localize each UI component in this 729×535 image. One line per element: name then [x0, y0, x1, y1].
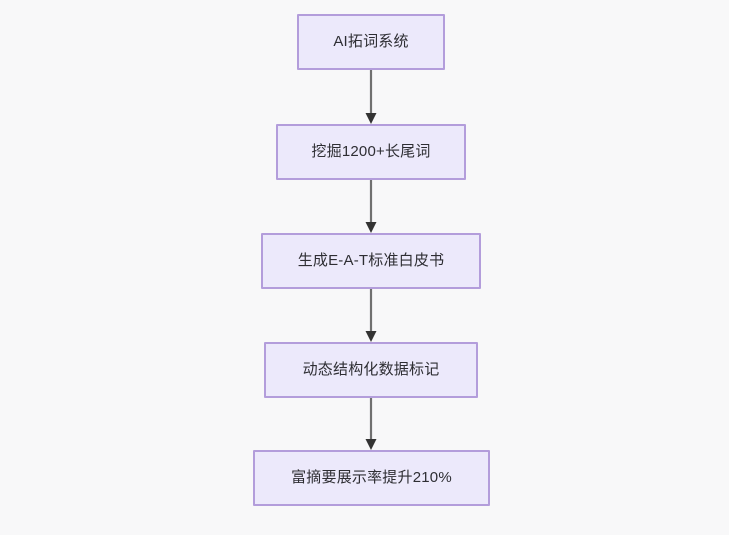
flowchart-node-2-label: 挖掘1200+长尾词	[311, 143, 431, 160]
arrow-down-icon	[365, 180, 377, 233]
flowchart-node-4[interactable]: 动态结构化数据标记	[264, 342, 478, 398]
flowchart-node-5-label: 富摘要展示率提升210%	[291, 469, 452, 486]
edge-node-1-to-node-2	[359, 70, 383, 124]
flowchart-node-1[interactable]: AI拓词系统	[297, 14, 445, 70]
flowchart-node-1-label: AI拓词系统	[333, 33, 409, 50]
flowchart-node-3-label: 生成E-A-T标准白皮书	[297, 252, 445, 269]
edge-node-2-to-node-3	[359, 180, 383, 233]
flowchart-node-5[interactable]: 富摘要展示率提升210%	[253, 450, 490, 506]
flowchart-node-4-label: 动态结构化数据标记	[302, 361, 440, 378]
flowchart-node-3[interactable]: 生成E-A-T标准白皮书	[261, 233, 481, 289]
arrow-down-icon	[365, 398, 377, 450]
edge-node-4-to-node-5	[359, 398, 383, 450]
edge-node-3-to-node-4	[359, 289, 383, 342]
arrow-down-icon	[365, 289, 377, 342]
flowchart-node-2[interactable]: 挖掘1200+长尾词	[276, 124, 466, 180]
arrow-down-icon	[365, 70, 377, 124]
